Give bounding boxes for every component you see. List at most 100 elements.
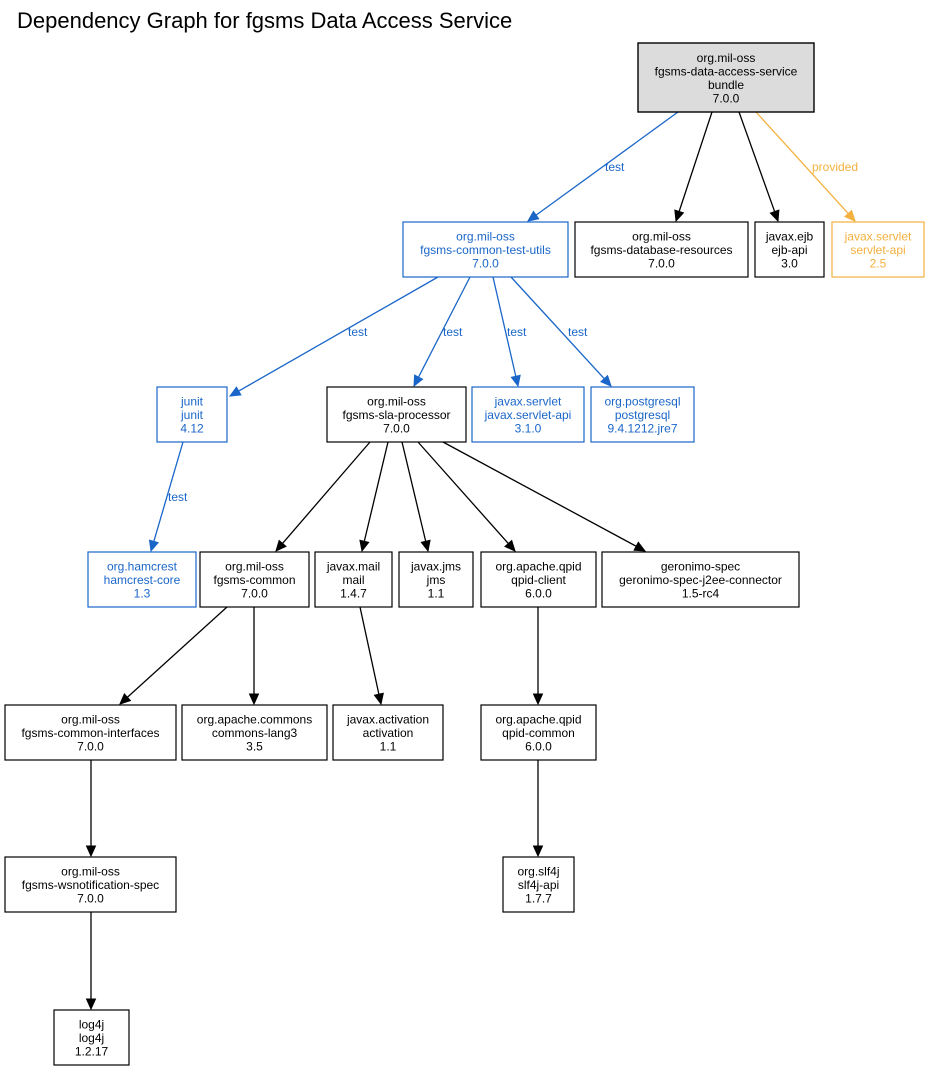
arrowhead — [148, 539, 160, 553]
node-box — [480, 704, 597, 761]
node-label-line: 6.0.0 — [525, 740, 552, 754]
node-box — [4, 856, 177, 913]
edge-line — [282, 441, 371, 544]
arrowhead — [275, 539, 287, 552]
arrowhead — [228, 386, 242, 397]
edge-line — [238, 276, 439, 392]
arrowhead — [600, 374, 612, 387]
edge-root-to-servlet-api-25: provided — [755, 111, 858, 222]
node-label-line: log4j — [79, 1018, 104, 1032]
node-label-line: javax.servlet — [494, 395, 562, 409]
edge-common-interfaces-to-wsnotification — [85, 760, 97, 858]
edge-label: test — [605, 160, 625, 174]
node-box — [502, 856, 575, 913]
node-label-line: geronimo-spec-j2ee-connector — [619, 573, 782, 587]
edge-sla-processor-to-jms — [401, 441, 431, 553]
node-label-line: javax.jms — [410, 560, 461, 574]
node-label-line: org.apache.qpid — [495, 713, 581, 727]
node-label-line: 3.1.0 — [515, 422, 542, 436]
edge-line — [442, 441, 637, 547]
edge-label: test — [443, 325, 463, 339]
node-box — [199, 551, 310, 608]
edge-common-to-commons-lang3 — [248, 607, 260, 706]
arrowhead — [413, 374, 424, 388]
node-label-line: fgsms-common-test-utils — [420, 243, 551, 257]
node-box — [398, 551, 474, 608]
node-box — [4, 704, 177, 761]
edge-sla-processor-to-qpid-client — [417, 441, 516, 552]
edge-sla-processor-to-common — [275, 441, 371, 552]
edge-line — [417, 276, 471, 378]
node-label-line: org.mil-oss — [225, 560, 284, 574]
node-box — [754, 221, 825, 278]
edge-line — [678, 111, 713, 212]
edge-line — [401, 441, 427, 542]
node-box — [480, 551, 597, 608]
node-label-line: 1.1 — [380, 740, 397, 754]
node-box — [326, 386, 467, 443]
node-label-line: fgsms-wsnotification-spec — [22, 878, 159, 892]
node-label-line: 1.1 — [428, 587, 445, 601]
node-label-line: junit — [180, 408, 204, 422]
node-label-line: org.postgresql — [604, 395, 680, 409]
diagram-title: Dependency Graph for fgsms Data Access S… — [17, 8, 513, 33]
node-box — [574, 221, 749, 278]
edge-qpid-common-to-slf4j — [532, 760, 544, 858]
node-label-line: geronimo-spec — [661, 560, 740, 574]
node-label-line: javax.ejb — [765, 230, 814, 244]
node-label-line: 1.4.7 — [340, 587, 367, 601]
edge-mail-to-activation — [359, 606, 384, 706]
arrowhead — [527, 210, 540, 222]
edge-line — [738, 111, 776, 212]
node-label-line: org.mil-oss — [632, 230, 691, 244]
node-root: org.mil-ossfgsms-data-access-servicebund… — [637, 42, 815, 113]
node-box — [402, 221, 569, 278]
node-label-line: org.mil-oss — [61, 865, 120, 879]
arrowhead — [504, 539, 516, 552]
node-label-line: 6.0.0 — [525, 587, 552, 601]
node-label-line: ejb-api — [771, 243, 807, 257]
node-label-line: 1.2.17 — [75, 1045, 109, 1059]
node-label-line: org.apache.commons — [197, 713, 312, 727]
edge-qpid-client-to-qpid-common — [532, 607, 544, 706]
node-box — [53, 1009, 130, 1066]
node-label-line: 1.7.7 — [525, 892, 552, 906]
node-label-line: junit — [180, 395, 204, 409]
node-label-line: 7.0.0 — [241, 587, 268, 601]
edge-root-to-test-utils: test — [527, 111, 679, 222]
node-label-line: bundle — [708, 78, 744, 92]
arrowhead — [119, 693, 132, 705]
node-label-line: 7.0.0 — [77, 740, 104, 754]
node-box — [637, 42, 815, 113]
node-label-line: org.slf4j — [517, 865, 559, 879]
node-label-line: fgsms-common-interfaces — [21, 726, 159, 740]
node-label-line: org.mil-oss — [697, 51, 756, 65]
edge-line — [126, 606, 228, 698]
node-label-line: org.mil-oss — [61, 713, 120, 727]
edge-line — [359, 606, 380, 695]
node-box — [831, 221, 925, 278]
edge-test-utils-to-postgresql: test — [510, 276, 612, 387]
node-box — [181, 704, 328, 761]
arrowhead — [532, 845, 544, 858]
edge-junit-to-hamcrest: test — [148, 441, 188, 553]
edge-wsnotification-to-log4j — [85, 912, 97, 1011]
arrowhead — [844, 209, 856, 222]
